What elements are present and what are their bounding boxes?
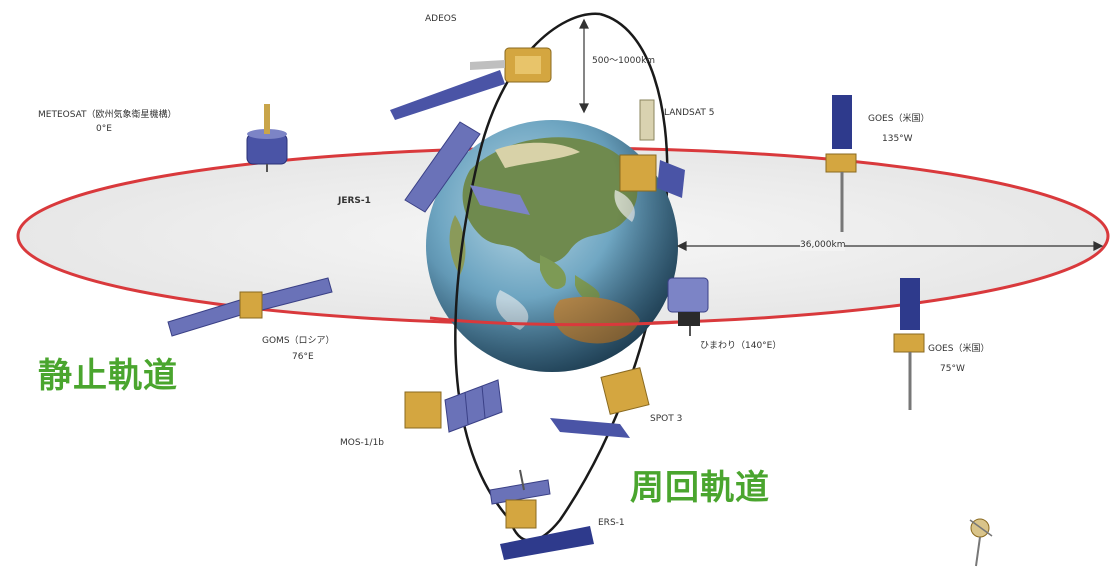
goes-west-position-label: 135°W bbox=[882, 134, 913, 144]
geo-altitude-label: 36,000km bbox=[800, 240, 846, 251]
polar-altitude-arrow bbox=[579, 18, 589, 114]
polar-orbit-front bbox=[454, 12, 601, 521]
ers-satellite-icon bbox=[489, 469, 594, 560]
mos-label: MOS-1/1b bbox=[340, 438, 385, 448]
probe-icon bbox=[969, 518, 993, 567]
himawari-satellite-icon bbox=[667, 277, 709, 336]
jers-satellite-icon bbox=[404, 121, 530, 215]
polar-orbit-title: 周回軌道 bbox=[630, 468, 770, 508]
landsat-satellite-icon bbox=[619, 99, 685, 198]
spot-label: SPOT 3 bbox=[650, 414, 683, 424]
goms-satellite-icon bbox=[167, 277, 333, 337]
geostationary-orbit-title: 静止軌道 bbox=[38, 356, 178, 396]
spot-satellite-icon bbox=[550, 367, 650, 438]
adeos-label: ADEOS bbox=[425, 14, 457, 24]
meteosat-satellite-icon bbox=[246, 104, 288, 172]
goms-label: GOMS（ロシア） bbox=[262, 336, 335, 346]
goes-east-satellite-icon bbox=[893, 278, 925, 410]
polar-altitude-label: 500～1000km bbox=[592, 56, 656, 66]
mos-satellite-icon bbox=[404, 379, 503, 433]
goes-west-label: GOES（米国） bbox=[868, 114, 930, 124]
goes-west-satellite-icon bbox=[825, 95, 857, 232]
ers-label: ERS-1 bbox=[598, 518, 625, 528]
goes-east-position-label: 75°W bbox=[940, 364, 965, 374]
geo-altitude-arrow bbox=[676, 241, 1104, 251]
meteosat-label: METEOSAT（欧州気象衛星機構） bbox=[38, 110, 177, 120]
earth bbox=[426, 120, 678, 372]
himawari-label: ひまわり（140°E） bbox=[700, 341, 782, 351]
jers-label: JERS-1 bbox=[338, 196, 371, 206]
landsat-label: LANDSAT 5 bbox=[664, 108, 715, 118]
meteosat-position-label: 0°E bbox=[96, 124, 112, 134]
geostationary-orbit-front bbox=[429, 316, 681, 327]
goms-position-label: 76°E bbox=[292, 352, 314, 362]
adeos-satellite-icon bbox=[390, 47, 552, 120]
goes-east-label: GOES（米国） bbox=[928, 344, 990, 354]
